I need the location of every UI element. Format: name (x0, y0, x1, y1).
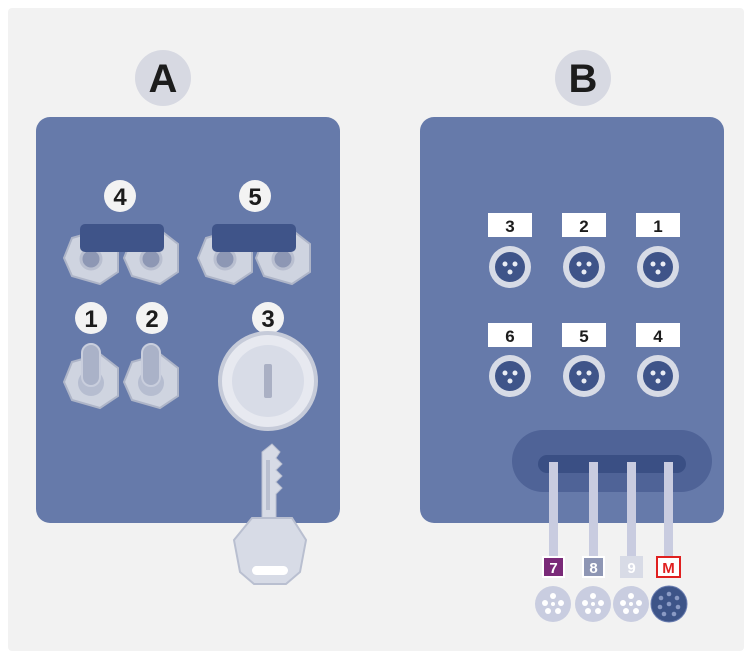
svg-text:5: 5 (579, 327, 588, 346)
cable-label-9: 9 (620, 556, 643, 578)
guarded-switch-pair-5[interactable] (196, 224, 311, 286)
cable-label-7: 7 (542, 556, 565, 578)
svg-text:4: 4 (113, 184, 127, 211)
svg-text:3: 3 (261, 306, 274, 333)
multipin-connector-icon[interactable] (535, 586, 571, 622)
socket-label: 5 (562, 323, 606, 347)
cable-bundle (549, 462, 673, 558)
key-switch-icon[interactable] (218, 331, 318, 431)
guard-cover-5[interactable] (212, 224, 296, 252)
svg-text:6: 6 (505, 327, 514, 346)
panel-a: A 4 5 1 (36, 50, 340, 585)
socket-label: 3 (488, 213, 532, 237)
cable-label-m: M (656, 556, 681, 578)
svg-text:8: 8 (589, 560, 597, 577)
key-icon[interactable] (232, 443, 308, 585)
panel-b: B 3 2 1 (420, 50, 724, 623)
xlr-socket-icon[interactable] (489, 246, 531, 288)
svg-text:M: M (662, 560, 675, 577)
svg-text:1: 1 (653, 217, 662, 236)
callout-4: 4 (104, 180, 136, 212)
toggle-switch-icon[interactable] (62, 343, 119, 410)
xlr-socket-icon[interactable] (563, 246, 605, 288)
svg-text:1: 1 (84, 306, 97, 333)
cable-label-8: 8 (582, 556, 605, 578)
svg-text:5: 5 (248, 184, 261, 211)
multipin-connector-icon[interactable] (613, 586, 649, 622)
xlr-socket-icon[interactable] (637, 246, 679, 288)
panel-a-letter-badge: A (135, 50, 191, 106)
xlr-socket-icon[interactable] (563, 355, 605, 397)
callout-3: 3 (252, 302, 284, 334)
multipin-connector-icon[interactable] (575, 586, 611, 622)
svg-text:2: 2 (579, 217, 588, 236)
svg-text:2: 2 (145, 306, 158, 333)
xlr-socket-icon[interactable] (637, 355, 679, 397)
svg-text:9: 9 (627, 560, 635, 577)
socket-label: 2 (562, 213, 606, 237)
svg-text:3: 3 (505, 217, 514, 236)
callout-5: 5 (239, 180, 271, 212)
socket-label: 6 (488, 323, 532, 347)
svg-text:4: 4 (653, 327, 663, 346)
toggle-switch-icon[interactable] (122, 343, 179, 410)
cable-port (512, 430, 712, 492)
guard-cover-4[interactable] (80, 224, 164, 252)
panel-a-letter: A (149, 57, 178, 101)
socket-label: 4 (636, 323, 680, 347)
guarded-switch-pair-4[interactable] (62, 224, 179, 286)
panel-b-letter: B (569, 57, 598, 101)
callout-1: 1 (75, 302, 107, 334)
callout-2: 2 (136, 302, 168, 334)
multipin-connector-icon[interactable] (650, 585, 688, 623)
svg-text:7: 7 (549, 560, 557, 577)
socket-label: 1 (636, 213, 680, 237)
panel-b-letter-badge: B (555, 50, 611, 106)
xlr-socket-icon[interactable] (489, 355, 531, 397)
